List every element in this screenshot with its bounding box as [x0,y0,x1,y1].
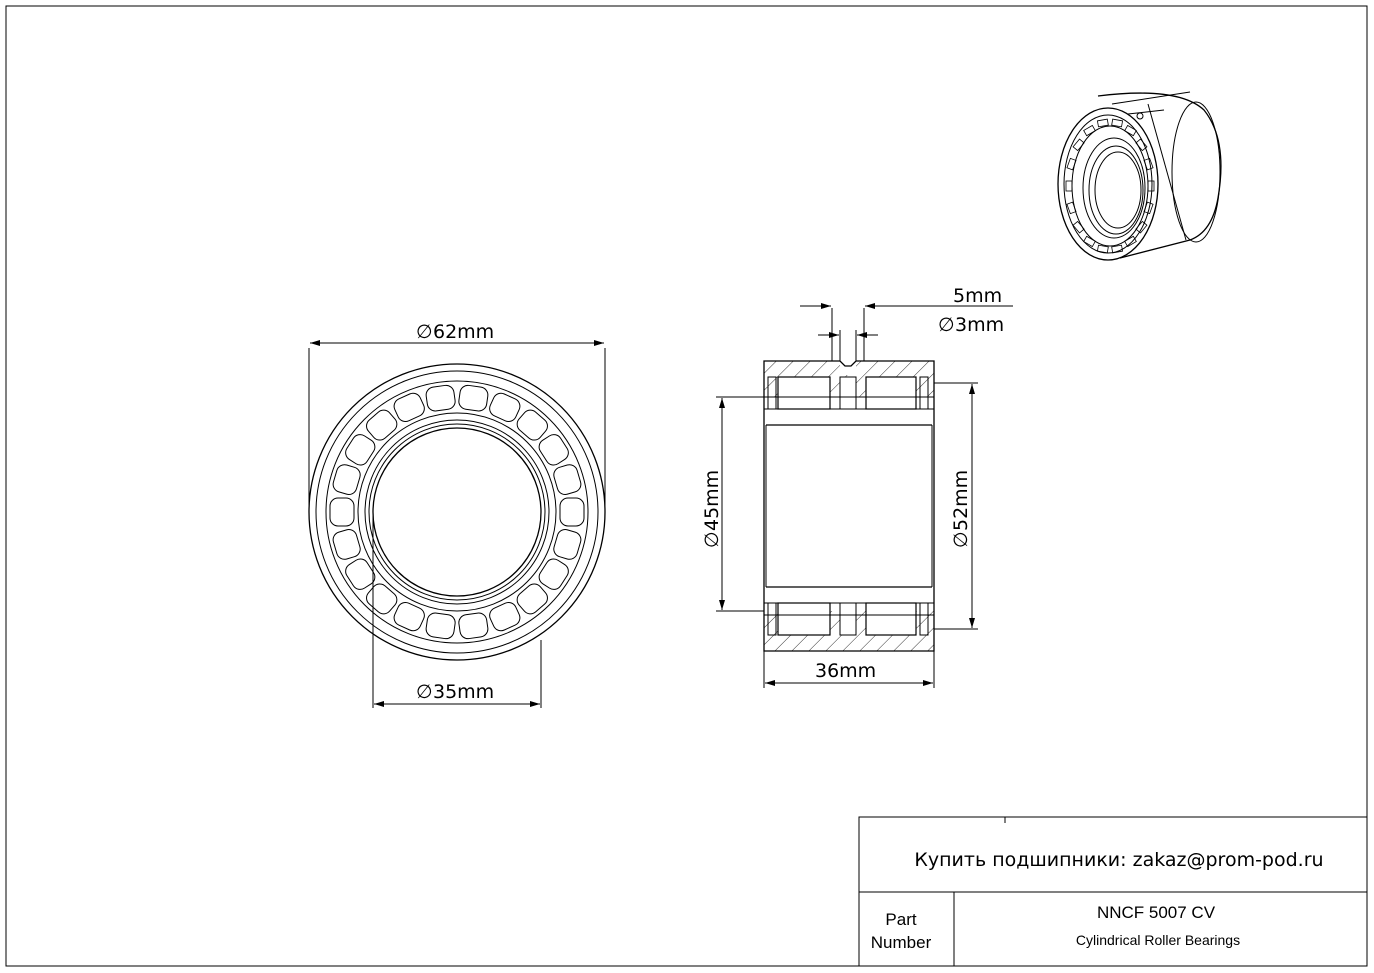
iso-roller [1124,124,1137,137]
dim-groove-width: 5mm [953,285,1002,307]
dim-width: 36mm [815,660,876,682]
roller [393,601,425,632]
outer-ring-inner-edge [325,380,589,644]
roller [553,464,582,495]
dim-hole-diameter-symbol: ∅ [938,314,955,336]
roller [393,392,425,423]
roller-set [329,384,585,640]
roller [332,529,361,560]
front-view: ∅ 62mm ∅ 35mm [308,321,606,708]
roller [345,558,376,590]
roller [538,558,569,590]
part-label-line2: Number [871,933,932,952]
roller [489,601,521,632]
part-description: Cylindrical Roller Bearings [1076,932,1240,948]
dim-outer-raceway-symbol: ∅ [950,531,972,548]
iso-roller [1111,244,1124,254]
part-number: NNCF 5007 CV [1097,903,1216,922]
dim-bore-diameter-symbol: ∅ [416,681,433,703]
part-label-line1: Part [885,910,916,929]
roller [458,612,489,640]
roller [425,612,456,640]
section-view: 5mm ∅ 3mm ∅ 45mm ∅ 52mm 36mm [701,285,1013,688]
roller [366,409,398,441]
iso-roller [1096,244,1109,254]
dim-outer-raceway-diameter: 52mm [950,470,972,531]
inner-ring-outer-edge [357,412,557,612]
roller [553,529,582,560]
outer-ring-chamfer [315,370,599,654]
iso-roller [1072,138,1085,152]
dim-bore-diameter: 35mm [433,681,494,703]
inner-ring-shoulder [364,419,550,605]
dim-outer-diameter: 62mm [433,321,494,343]
contact-text: Купить подшипники: zakaz@prom-pod.ru [914,849,1323,871]
iso-roller-set [1065,118,1155,254]
roller [366,583,398,615]
iso-roller [1083,124,1096,137]
roller [345,434,376,466]
bore-chamfer [368,423,546,601]
roller [516,583,548,615]
roller [332,464,361,495]
sheet-border [5,5,1368,967]
roller [489,392,521,423]
dim-inner-raceway-diameter: 45mm [701,470,723,531]
roller [425,384,456,412]
iso-roller [1135,220,1148,234]
iso-roller [1143,157,1154,171]
roller [329,497,355,527]
iso-roller [1124,235,1137,248]
iso-roller [1111,118,1124,128]
roller [458,384,489,412]
dim-inner-raceway-symbol: ∅ [701,531,723,548]
title-block: Купить подшипники: zakaz@prom-pod.ru Par… [858,816,1368,967]
roller [559,497,585,527]
iso-roller [1147,180,1155,192]
bore-outline [372,427,542,597]
isometric-view [1057,91,1222,261]
iso-roller [1065,180,1073,192]
iso-front-face [1057,107,1159,261]
iso-roller [1072,220,1085,234]
iso-roller [1066,157,1077,171]
iso-roller [1066,201,1077,215]
roller [516,409,548,441]
iso-roller [1135,138,1148,152]
iso-roller [1083,235,1096,248]
dim-hole-diameter: 3mm [955,314,1004,336]
roller [538,434,569,466]
iso-roller [1096,118,1109,128]
dim-outer-diameter-symbol: ∅ [416,321,433,343]
outer-ring-outline [308,363,606,661]
iso-roller [1143,201,1154,215]
